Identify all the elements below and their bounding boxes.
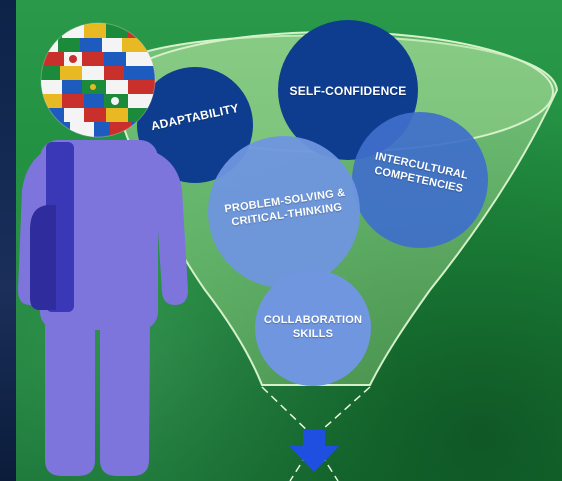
funnel-guide-line-right bbox=[313, 386, 371, 438]
arrow-down-icon bbox=[289, 430, 339, 472]
funnel-guide-line-left bbox=[261, 386, 315, 438]
backpack-icon bbox=[30, 142, 74, 312]
bubble-problem-solving bbox=[208, 136, 360, 288]
left-edge-strip bbox=[0, 0, 16, 481]
bubble-adaptability bbox=[137, 67, 253, 183]
bubble-intercultural bbox=[352, 112, 488, 248]
bubble-collaboration bbox=[255, 270, 371, 386]
label-self-confidence: SELF-CONFIDENCE bbox=[289, 84, 407, 98]
label-collaboration: COLLABORATION SKILLS bbox=[263, 314, 363, 340]
